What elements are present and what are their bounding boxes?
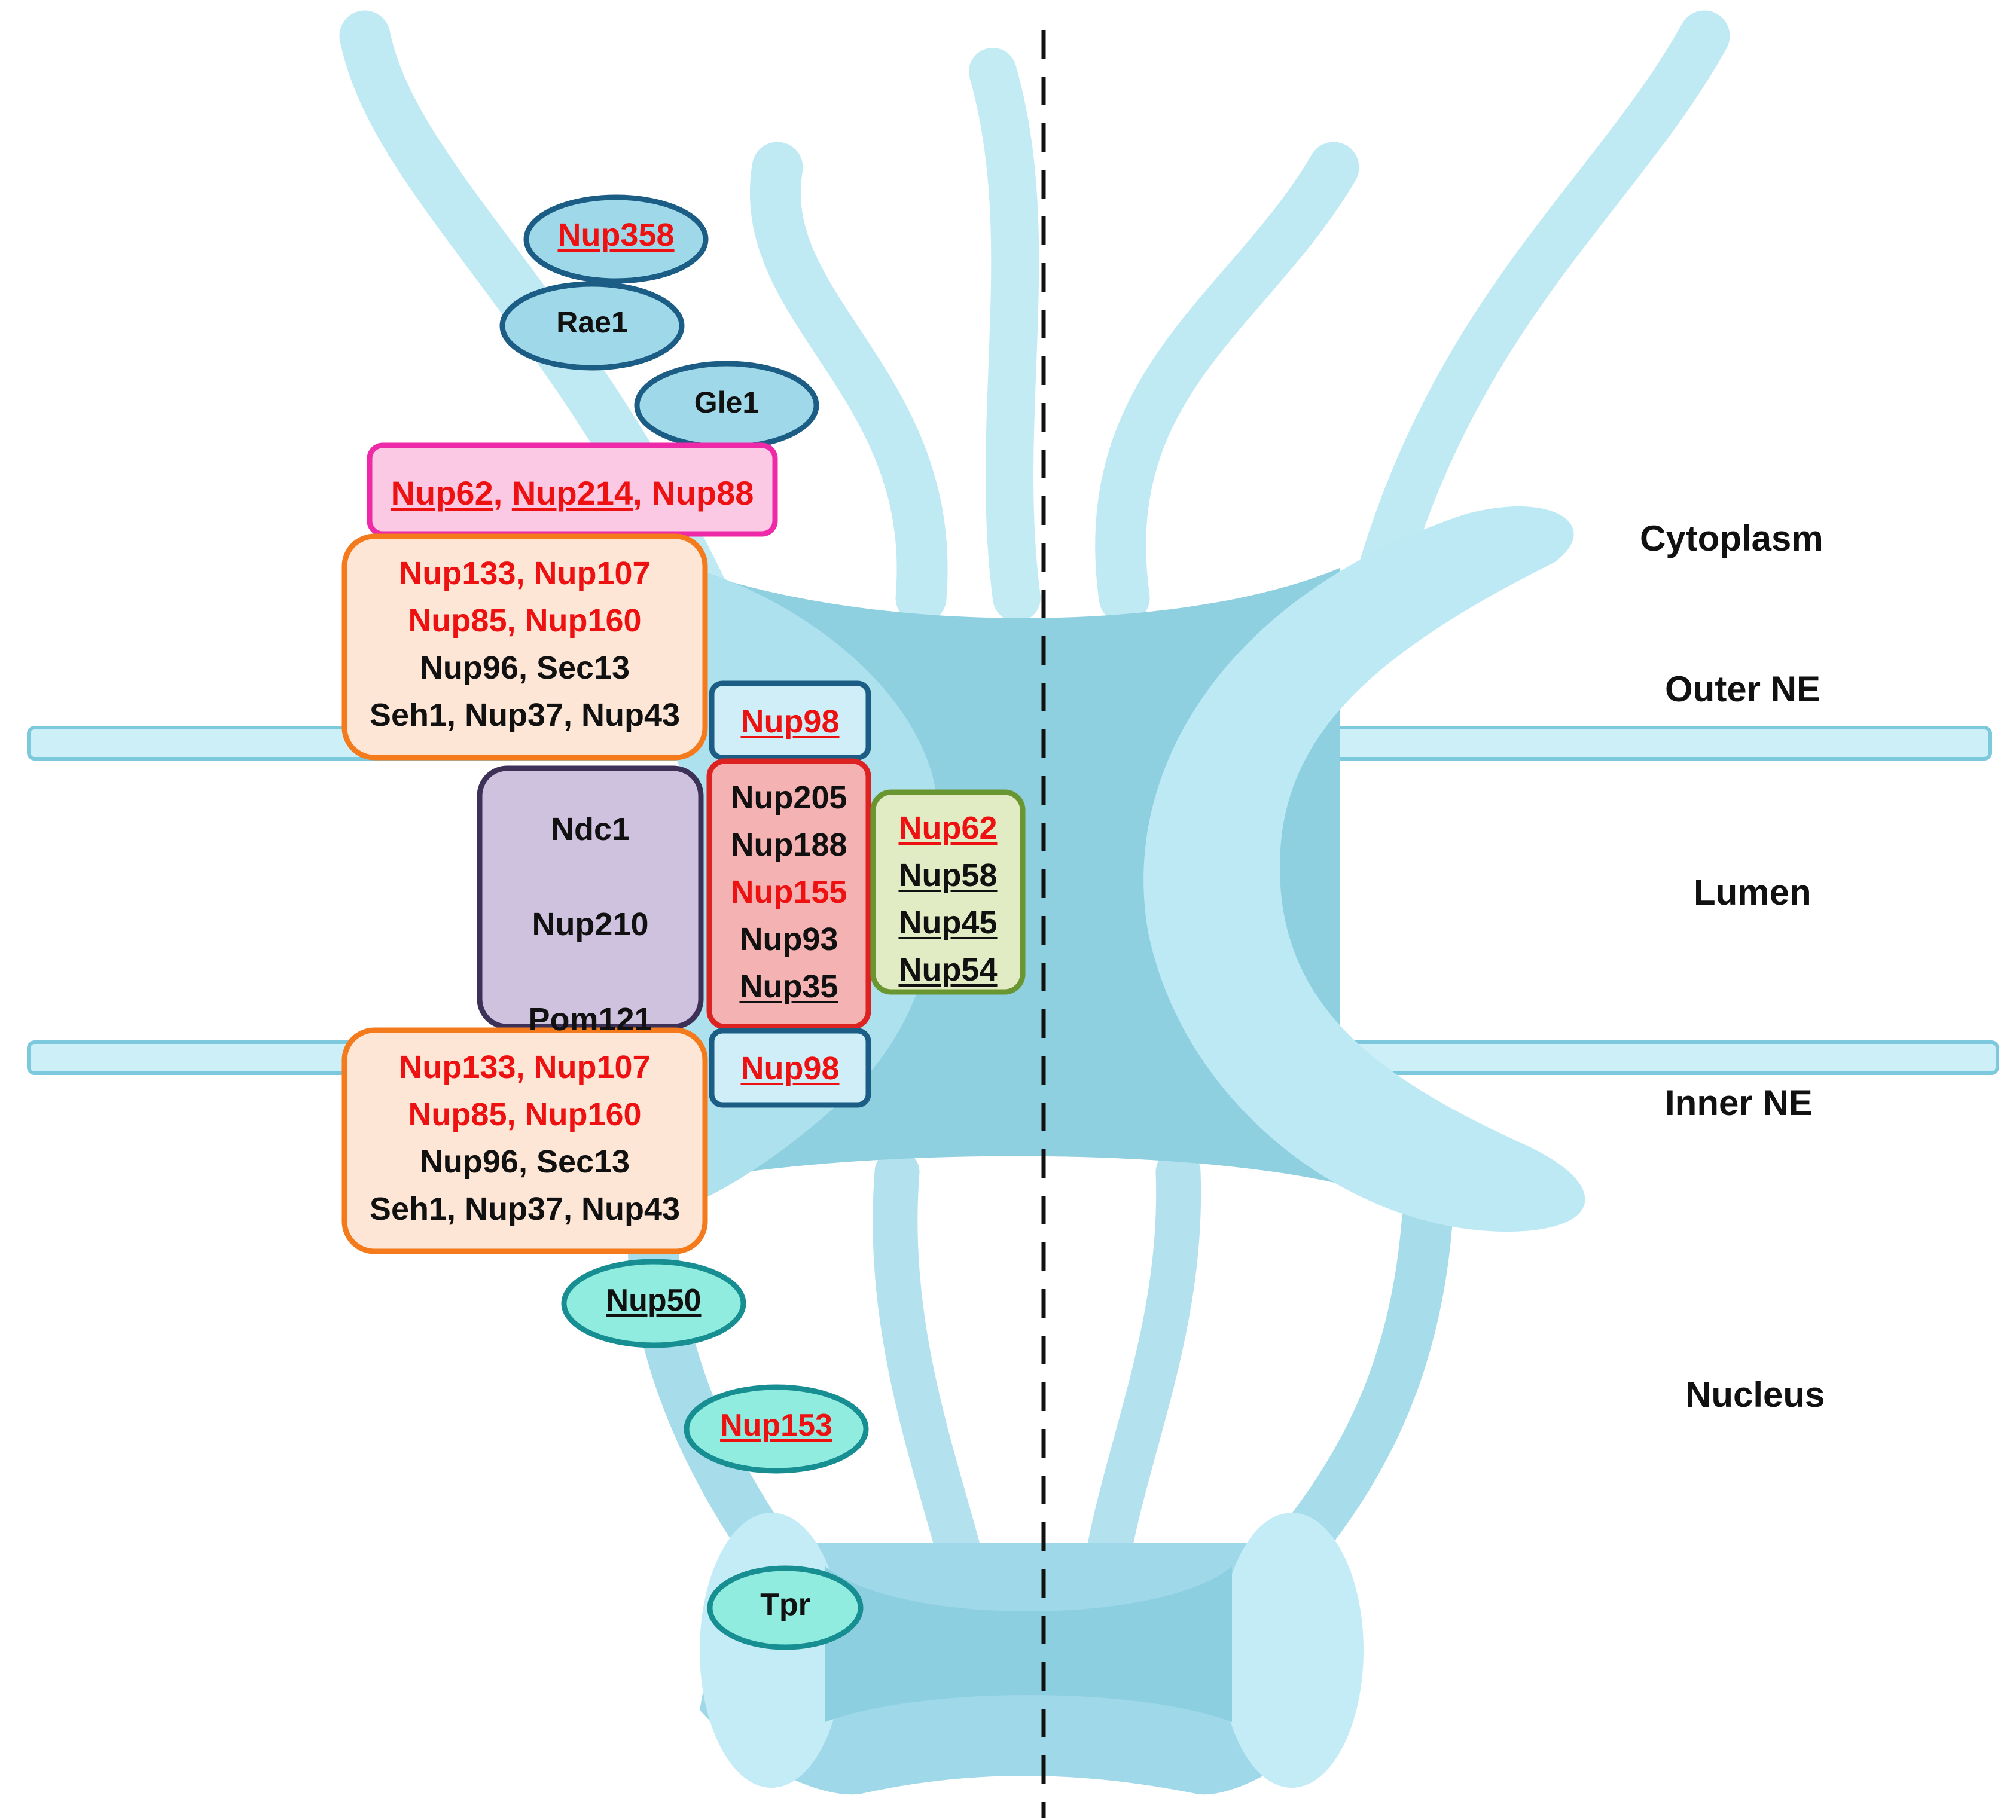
nup62-complex-label: Nup62, Nup214, Nup88 [391,474,754,512]
filament [749,142,948,624]
gle1-label: Gle1 [694,386,760,419]
component-shapes [341,194,1026,1650]
filament [1350,10,1730,624]
nup358-label: Nup358 [557,217,675,253]
nup62-central-shape [870,789,1026,995]
nup50-shape [561,1259,746,1348]
nuclear-ring-left-lobe [700,1513,843,1788]
right-ring [1143,506,1585,1232]
filament [969,48,1041,622]
region-nucleus: Nucleus [1685,1375,1825,1415]
inner-ring-shape [706,758,871,1030]
nuclear-ring-shadow [825,1566,1232,1722]
nup98-inner-label: Nup98 [740,1051,840,1086]
nuclear-ring-right-lobe [1220,1513,1364,1788]
nup62-complex-nup214: Nup214 [511,474,633,512]
y-complex-inner-label: Nup133, Nup107 Nup85, Nup160 Nup96, Sec1… [369,1049,681,1227]
nup98-outer-shape [709,680,871,761]
nup50-label: Nup50 [606,1283,702,1318]
rae1-label: Rae1 [556,306,628,339]
nup62-complex-nup62: Nup62 [391,474,493,512]
transmembrane-label: Ndc1 Nup210 Pom121 [528,811,652,1037]
nuclear-ring [700,1513,1364,1795]
basket-strand [1266,1158,1455,1580]
tpr-label: Tpr [760,1587,810,1622]
transmembrane-shape [477,765,704,1030]
region-outer-ne: Outer NE [1665,669,1821,709]
nup153-shape [684,1384,869,1474]
y-complex-outer-label: Nup133, Nup107 Nup85, Nup160 Nup96, Sec1… [369,555,681,733]
region-lumen: Lumen [1694,872,1811,912]
filament [1095,142,1359,624]
nup98-inner-shape [709,1028,871,1108]
nup358-shape [523,194,709,284]
nup98-outer-label: Nup98 [740,704,840,740]
nup62-central-label: Nup62 Nup58 Nup45 Nup54 [898,810,998,988]
region-cytoplasm: Cytoplasm [1640,518,1823,558]
basket-strand [873,1149,986,1589]
basket-strand [1084,1149,1201,1589]
y-complex-outer-shape [341,533,708,761]
inner-ring-label: Nup205 Nup188 Nup155 Nup93 Nup35 [730,780,847,1004]
nuclear-basket [626,1149,1455,1589]
tpr-shape [707,1565,864,1650]
rae1-shape [499,281,685,371]
y-complex-inner-shape [341,1027,708,1254]
nup153-label: Nup153 [720,1408,832,1443]
nup62-complex-nup88: Nup88 [651,474,754,512]
region-inner-ne: Inner NE [1665,1083,1813,1123]
